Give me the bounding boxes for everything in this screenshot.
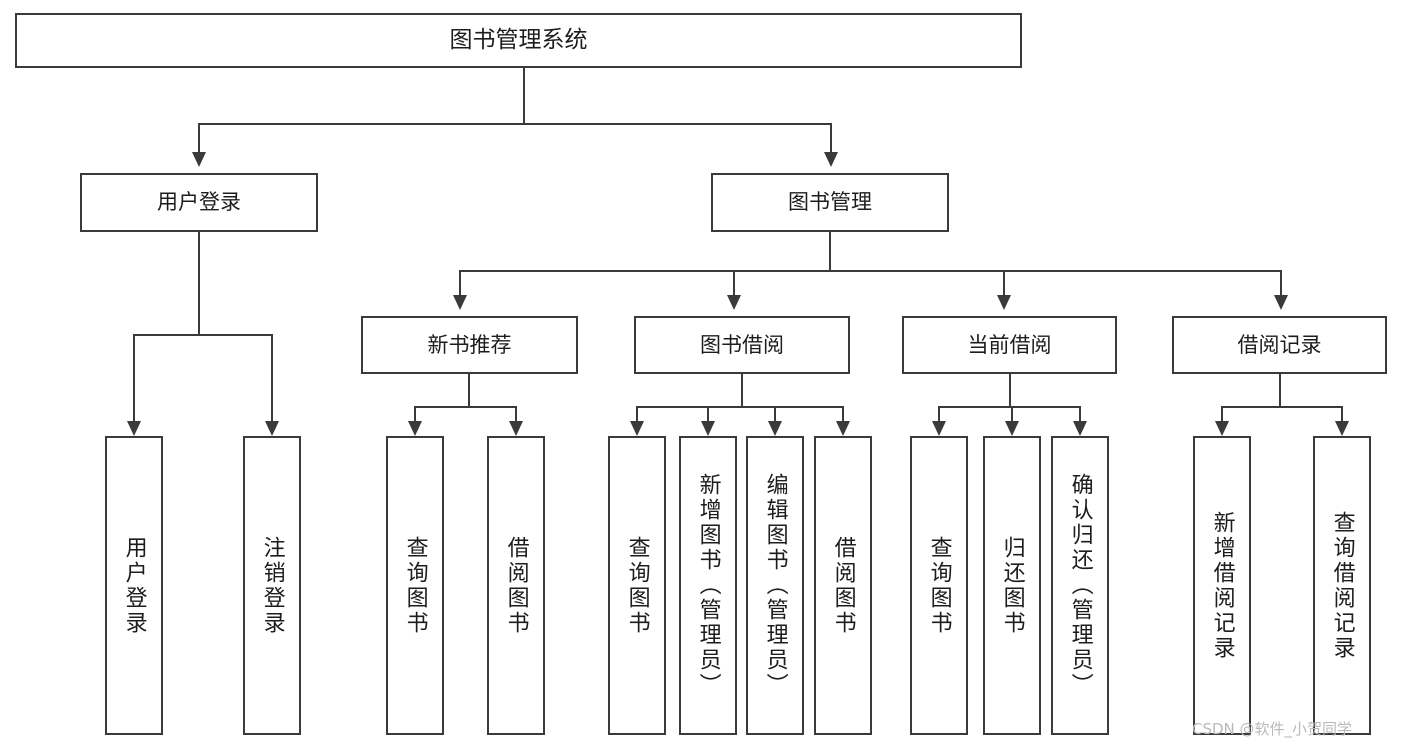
connector-to-leaf-borrow-book-recommend: [515, 406, 517, 421]
connector-to-leaf-query-book-current: [938, 406, 940, 421]
node-root-book-management-system[interactable]: 图书管理系统: [15, 13, 1022, 68]
leaf-borrow-book[interactable]: 借阅图书: [814, 436, 872, 735]
connector-to-leaf-user-login: [133, 334, 135, 421]
arrowhead-book-management: [824, 152, 838, 167]
arrowhead-leaf-return-book: [1005, 421, 1019, 436]
node-label: 归还图书: [999, 535, 1025, 636]
node-label: 查询借阅记录: [1329, 510, 1355, 661]
leaf-borrow-book-recommend[interactable]: 借阅图书: [487, 436, 545, 735]
node-label: 借阅记录: [1237, 332, 1322, 357]
node-label: 新书推荐: [427, 332, 512, 357]
arrowhead-leaf-borrow-book: [836, 421, 850, 436]
arrowhead-leaf-confirm-return-admin: [1073, 421, 1087, 436]
connector-borrow-record-bar: [1221, 406, 1341, 408]
leaf-add-borrow-record[interactable]: 新增借阅记录: [1193, 436, 1251, 735]
leaf-query-borrow-record[interactable]: 查询借阅记录: [1313, 436, 1371, 735]
connector-root-to-user-login: [198, 123, 200, 152]
node-label: 用户登录: [157, 190, 241, 215]
connector-book-borrow-stem: [741, 374, 743, 407]
node-label: 查询图书: [624, 535, 650, 636]
connector-user-login-stem: [198, 232, 200, 335]
node-label: 新增借阅记录: [1209, 510, 1235, 661]
leaf-edit-book-admin[interactable]: 编辑图书（管理员）: [746, 436, 804, 735]
arrowhead-leaf-logout: [265, 421, 279, 436]
leaf-logout[interactable]: 注销登录: [243, 436, 301, 735]
connector-to-leaf-query-borrow-record: [1341, 406, 1343, 421]
leaf-query-book-current[interactable]: 查询图书: [910, 436, 968, 735]
node-label: 借阅图书: [503, 535, 529, 636]
node-book-management[interactable]: 图书管理: [711, 173, 949, 232]
connector-book-management-bar: [459, 270, 1280, 272]
connector-root-stem: [523, 68, 525, 123]
connector-root-bar: [198, 123, 831, 125]
node-label: 编辑图书（管理员）: [762, 473, 788, 698]
connector-to-leaf-return-book: [1011, 406, 1013, 421]
connector-current-borrow-bar: [938, 406, 1080, 408]
connector-to-leaf-edit-book-admin: [774, 406, 776, 421]
leaf-query-book-recommend[interactable]: 查询图书: [386, 436, 444, 735]
arrowhead-new-book-recommend: [453, 295, 467, 310]
arrowhead-leaf-edit-book-admin: [768, 421, 782, 436]
node-label: 图书借阅: [700, 332, 784, 357]
connector-to-leaf-borrow-book: [842, 406, 844, 421]
connector-to-borrow-record: [1280, 270, 1282, 295]
connector-to-leaf-query-book-borrow: [636, 406, 638, 421]
connector-root-to-book-management: [830, 123, 832, 152]
arrowhead-leaf-add-book-admin: [701, 421, 715, 436]
connector-new-book-recommend-bar: [414, 406, 516, 408]
connector-to-leaf-query-book-recommend: [414, 406, 416, 421]
leaf-add-book-admin[interactable]: 新增图书（管理员）: [679, 436, 737, 735]
node-book-borrow[interactable]: 图书借阅: [634, 316, 850, 374]
node-label: 新增图书（管理员）: [695, 473, 721, 698]
arrowhead-current-borrow: [997, 295, 1011, 310]
leaf-query-book-borrow[interactable]: 查询图书: [608, 436, 666, 735]
connector-to-leaf-add-book-admin: [707, 406, 709, 421]
connector-book-management-stem: [829, 232, 831, 271]
connector-to-leaf-confirm-return-admin: [1079, 406, 1081, 421]
connector-new-book-recommend-stem: [468, 374, 470, 407]
arrowhead-borrow-record: [1274, 295, 1288, 310]
arrowhead-book-borrow: [727, 295, 741, 310]
connector-to-leaf-add-borrow-record: [1221, 406, 1223, 421]
leaf-confirm-return-admin[interactable]: 确认归还（管理员）: [1051, 436, 1109, 735]
arrowhead-leaf-query-borrow-record: [1335, 421, 1349, 436]
arrowhead-leaf-query-book-borrow: [630, 421, 644, 436]
connector-book-borrow-bar: [636, 406, 843, 408]
node-label: 用户登录: [121, 535, 147, 636]
node-label: 确认归还（管理员）: [1067, 473, 1093, 698]
node-label: 图书管理系统: [449, 27, 588, 54]
node-label: 查询图书: [402, 535, 428, 636]
connector-to-leaf-logout: [271, 334, 273, 421]
node-label: 当前借阅: [967, 332, 1052, 357]
node-new-book-recommend[interactable]: 新书推荐: [361, 316, 578, 374]
node-current-borrow[interactable]: 当前借阅: [902, 316, 1117, 374]
node-label: 图书管理: [788, 190, 872, 215]
node-borrow-record[interactable]: 借阅记录: [1172, 316, 1387, 374]
arrowhead-leaf-borrow-book-recommend: [509, 421, 523, 436]
arrowhead-user-login: [192, 152, 206, 167]
arrowhead-leaf-add-borrow-record: [1215, 421, 1229, 436]
watermark-text: CSDN @软件_小贺同学: [1192, 720, 1353, 738]
connector-current-borrow-stem: [1009, 374, 1011, 407]
arrowhead-leaf-query-book-current: [932, 421, 946, 436]
connector-to-current-borrow: [1003, 270, 1005, 295]
connector-user-login-bar: [133, 334, 271, 336]
connector-to-new-book-recommend: [459, 270, 461, 295]
arrowhead-leaf-user-login: [127, 421, 141, 436]
connector-to-book-borrow: [733, 270, 735, 295]
node-label: 查询图书: [926, 535, 952, 636]
leaf-return-book[interactable]: 归还图书: [983, 436, 1041, 735]
arrowhead-leaf-query-book-recommend: [408, 421, 422, 436]
connector-borrow-record-stem: [1279, 374, 1281, 407]
leaf-user-login[interactable]: 用户登录: [105, 436, 163, 735]
node-label: 借阅图书: [830, 535, 856, 636]
node-user-login[interactable]: 用户登录: [80, 173, 318, 232]
node-label: 注销登录: [259, 535, 285, 636]
